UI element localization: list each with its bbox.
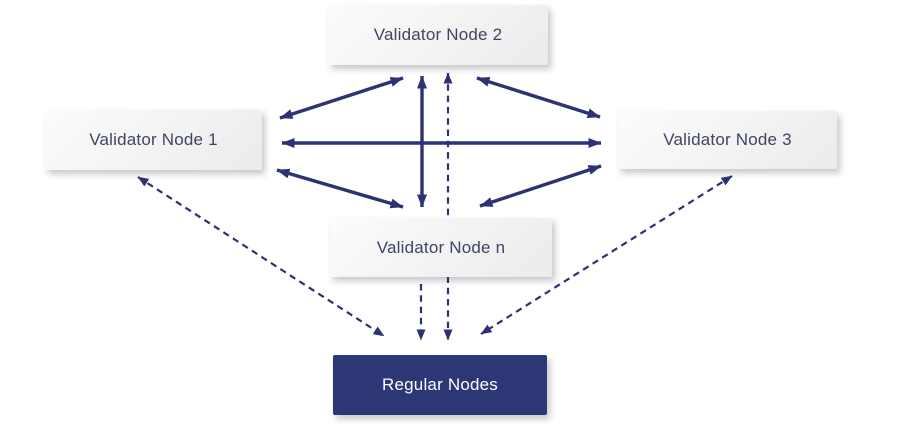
arrow-validator2-validator1-solid: [279, 76, 404, 120]
node-validator-3: Validator Node 3: [618, 111, 837, 169]
node-validator-n-label: Validator Node n: [376, 237, 506, 257]
node-validator-1: Validator Node 1: [45, 110, 262, 170]
node-regular-nodes-label: Regular Nodes: [382, 375, 498, 394]
node-validator-n: Validator Node n: [330, 218, 552, 277]
node-validator-2-label: Validator Node 2: [373, 25, 503, 44]
arrow-validator1-regular-dashed: [137, 176, 385, 337]
arrow-validator2-validator3-solid: [476, 76, 601, 119]
arrow-validator1-validatorn-solid: [276, 168, 404, 209]
arrow-validator3-regular-dashed: [480, 175, 733, 335]
node-validator-1-label: Validator Node 1: [89, 130, 218, 149]
node-validator-3-label: Validator Node 3: [663, 130, 792, 149]
arrow-validator3-validatorn-solid: [479, 164, 602, 208]
node-validator-2: Validator Node 2: [328, 5, 548, 65]
node-regular-nodes: Regular Nodes: [333, 355, 547, 415]
